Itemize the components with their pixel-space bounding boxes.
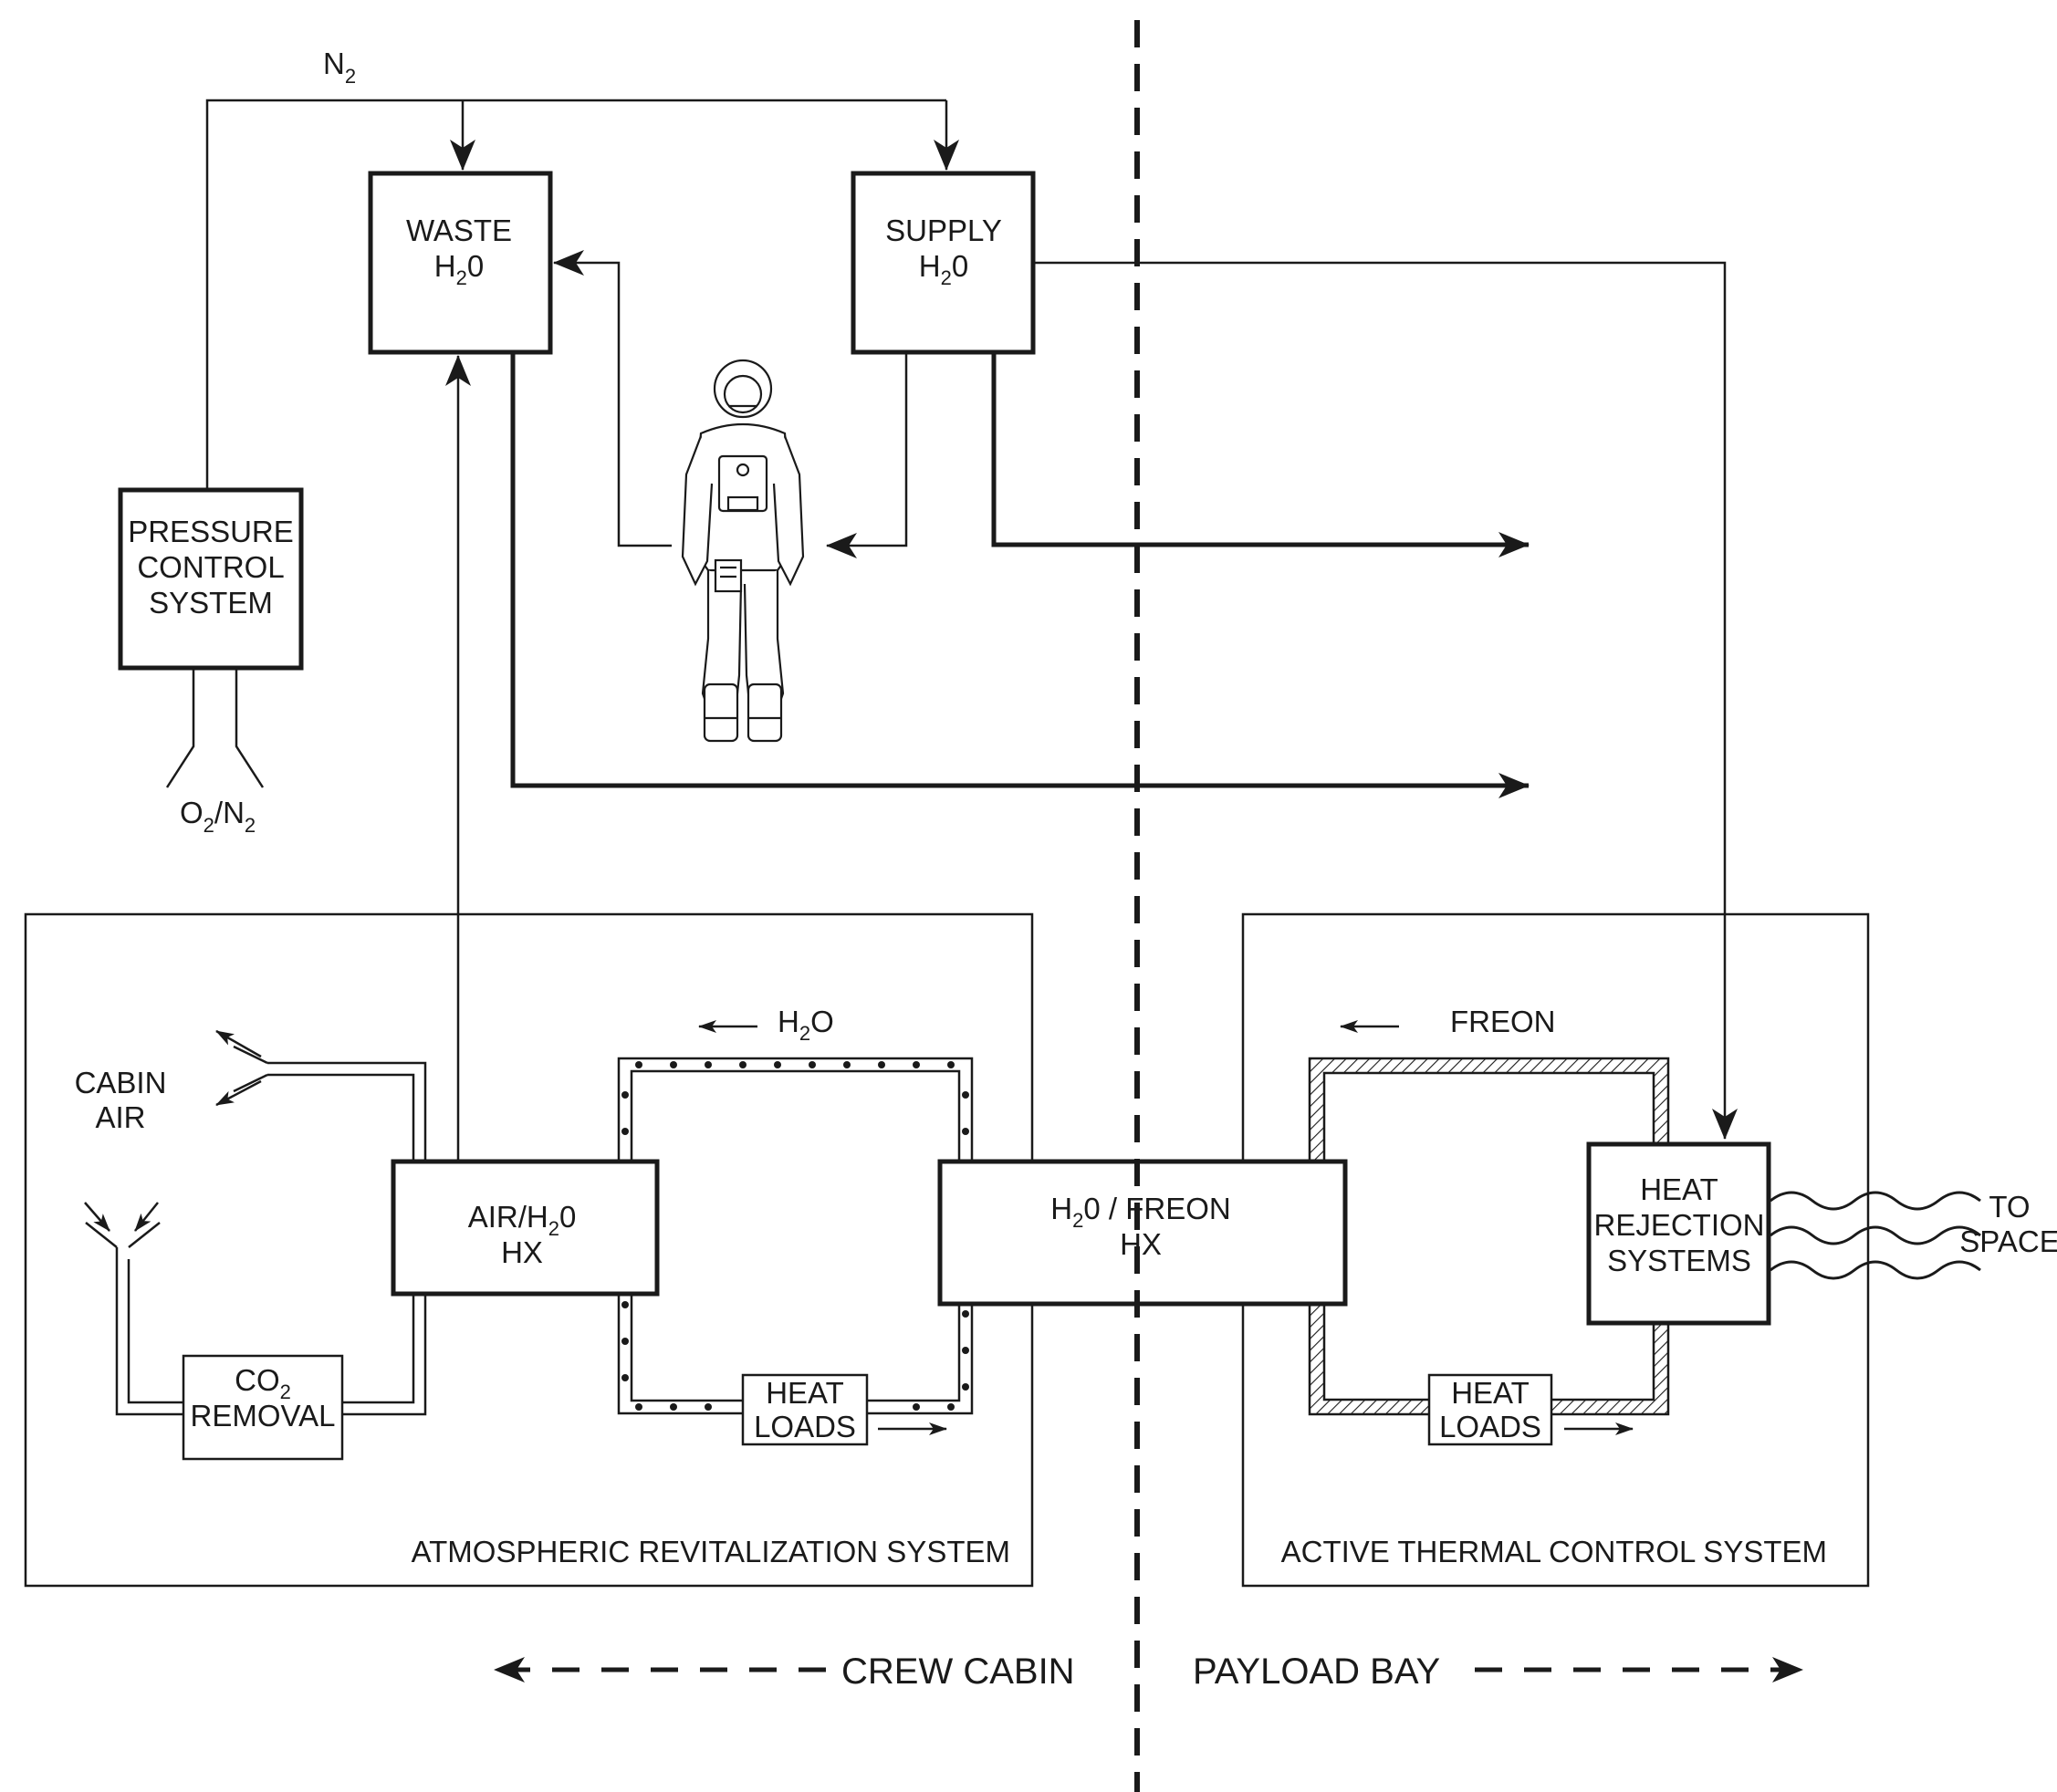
svg-text:AIR/H20: AIR/H20: [468, 1200, 577, 1240]
co2-removal-label: CO2 REMOVAL: [191, 1363, 336, 1433]
svg-text:CABIN: CABIN: [75, 1066, 167, 1099]
svg-text:HX: HX: [1120, 1227, 1162, 1261]
svg-text:REMOVAL: REMOVAL: [191, 1399, 336, 1433]
to-space-label: TO SPACE: [1959, 1190, 2057, 1258]
supply-h2o-label: SUPPLY H20: [885, 214, 1002, 289]
svg-text:AIR: AIR: [95, 1100, 145, 1134]
h2o-freon-hx-box: [937, 1159, 1348, 1307]
heat-rejection-box: [1586, 1141, 1771, 1326]
svg-text:CONTROL: CONTROL: [137, 550, 284, 584]
heat-loads-atcs-box: [1427, 1373, 1553, 1446]
svg-text:SUPPLY: SUPPLY: [885, 214, 1002, 247]
water-coolant-loop: [617, 1057, 974, 1415]
air-h2o-hx-label: AIR/H20 HX: [468, 1200, 577, 1269]
atcs-system-title: ACTIVE THERMAL CONTROL SYSTEM: [1281, 1535, 1827, 1568]
h2o-loop-label: H2O: [778, 1005, 834, 1045]
crew-cabin-label: CREW CABIN: [841, 1651, 1075, 1692]
svg-text:LOADS: LOADS: [754, 1410, 856, 1443]
air-h2o-hx-box: [391, 1159, 660, 1297]
astronaut-icon: [681, 359, 805, 743]
svg-text:WASTE: WASTE: [406, 214, 512, 247]
co2-removal-box: [182, 1354, 344, 1461]
supply-h2o-box: [851, 171, 1036, 355]
heat-to-space-waves: [1770, 1191, 1981, 1280]
svg-text:SYSTEMS: SYSTEMS: [1607, 1244, 1751, 1277]
water-lines: [445, 250, 1738, 1161]
svg-text:H20 / FREON: H20 / FREON: [1050, 1192, 1230, 1232]
svg-text:H20: H20: [919, 249, 968, 289]
svg-text:PRESSURE: PRESSURE: [128, 515, 294, 548]
svg-text:HEAT: HEAT: [1640, 1172, 1718, 1206]
heat-loads-atcs-label: HEAT LOADS: [1439, 1376, 1541, 1443]
ars-system-title: ATMOSPHERIC REVITALIZATION SYSTEM: [412, 1535, 1010, 1568]
cabin-air-label: CABIN AIR: [75, 1066, 167, 1134]
svg-text:CO2: CO2: [235, 1363, 291, 1403]
svg-text:H20: H20: [434, 249, 484, 289]
svg-text:HEAT: HEAT: [766, 1376, 844, 1410]
heat-loads-ars-label: HEAT LOADS: [754, 1376, 856, 1443]
pressure-control-label: PRESSURE CONTROL SYSTEM: [128, 515, 294, 620]
freon-loop-label: FREON: [1450, 1005, 1556, 1038]
heat-loads-ars-box: [741, 1373, 869, 1446]
pressure-control-box: [118, 487, 304, 671]
svg-text:LOADS: LOADS: [1439, 1410, 1541, 1443]
n2-supply-lines: [205, 99, 959, 490]
water-loop-dots: [621, 1061, 969, 1411]
svg-text:SYSTEM: SYSTEM: [149, 586, 273, 620]
o2-n2-label: O2/N2: [180, 796, 256, 837]
payload-bay-label: PAYLOAD BAY: [1193, 1651, 1440, 1692]
svg-text:REJECTION: REJECTION: [1593, 1208, 1764, 1242]
h2o-freon-hx-label: H20 / FREON HX: [1050, 1192, 1230, 1261]
o2-n2-inlet: [165, 665, 265, 788]
waste-h2o-label: WASTE H20: [406, 214, 512, 289]
svg-text:HEAT: HEAT: [1451, 1376, 1530, 1410]
n2-label: N2: [323, 47, 356, 88]
svg-text:TO: TO: [1989, 1190, 2030, 1224]
svg-text:SPACE: SPACE: [1959, 1224, 2057, 1258]
waste-h2o-box: [368, 171, 553, 355]
svg-text:HX: HX: [501, 1235, 543, 1269]
heat-rejection-label: HEAT REJECTION SYSTEMS: [1593, 1172, 1764, 1277]
